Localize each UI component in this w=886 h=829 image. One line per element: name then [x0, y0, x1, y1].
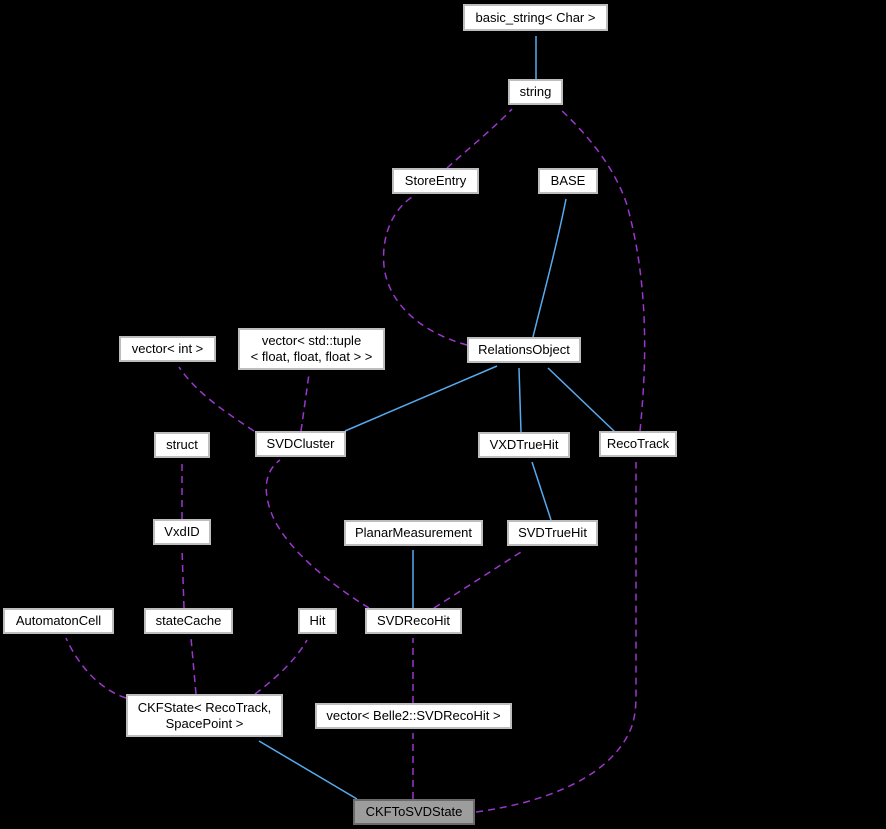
node-ckf_to_svd_state: CKFToSVDState: [353, 799, 475, 825]
edge-reco_track-to-relations_object: [547, 367, 616, 433]
node-store_entry[interactable]: StoreEntry: [392, 168, 479, 194]
node-svd_cluster[interactable]: SVDCluster: [255, 431, 346, 457]
node-reco_track[interactable]: RecoTrack: [599, 431, 677, 457]
edge-svd_cluster-to-vector_int: [178, 366, 255, 432]
edge-svd_reco_hit-to-svd_true_hit: [433, 549, 525, 609]
edge-svd_cluster-to-vector_tuple: [300, 373, 310, 432]
node-vxd_true_hit[interactable]: VXDTrueHit: [478, 432, 570, 458]
edge-reco_track-to-string: [559, 108, 646, 432]
edge-ckf_state-to-automaton_cell: [65, 637, 127, 699]
node-base[interactable]: BASE: [538, 168, 598, 194]
edge-svd_cluster-to-relations_object: [344, 365, 498, 432]
node-planar_measurement[interactable]: PlanarMeasurement: [344, 520, 483, 546]
node-ckf_state[interactable]: CKFState< RecoTrack, SpacePoint >: [126, 694, 283, 737]
edge-store_entry-to-string: [446, 108, 513, 169]
node-hit[interactable]: Hit: [298, 608, 337, 634]
edge-ckf_to_svd_state-to-ckf_state: [258, 740, 358, 800]
edge-svd_true_hit-to-vxd_true_hit: [531, 461, 552, 521]
edge-ckf_to_svd_state-to-reco_track: [475, 462, 637, 813]
node-basic_string[interactable]: basic_string< Char >: [463, 4, 608, 31]
node-relations_object[interactable]: RelationsObject: [467, 337, 581, 363]
node-vector_belle2_svdrecohit[interactable]: vector< Belle2::SVDRecoHit >: [315, 703, 512, 729]
edge-state_cache-to-vxd_id: [181, 548, 185, 609]
edge-ckf_state-to-state_cache: [190, 637, 197, 695]
node-vector_tuple[interactable]: vector< std::tuple < float, float, float…: [238, 328, 385, 370]
node-svd_true_hit[interactable]: SVDTrueHit: [507, 520, 598, 546]
node-state_cache[interactable]: stateCache: [144, 608, 233, 634]
edge-relations_object-to-store_entry: [382, 196, 468, 346]
node-struct[interactable]: struct: [154, 432, 210, 458]
edge-relations_object-to-base: [532, 198, 567, 338]
node-vector_int[interactable]: vector< int >: [119, 336, 216, 362]
node-string[interactable]: string: [508, 79, 563, 105]
edge-vxd_true_hit-to-relations_object: [518, 367, 522, 433]
node-vxd_id[interactable]: VxdID: [153, 519, 211, 545]
node-automaton_cell[interactable]: AutomatonCell: [3, 608, 114, 634]
edge-ckf_state-to-hit: [254, 639, 308, 695]
edge-svd_reco_hit-to-svd_cluster: [265, 459, 370, 609]
node-svd_reco_hit[interactable]: SVDRecoHit: [365, 608, 462, 634]
